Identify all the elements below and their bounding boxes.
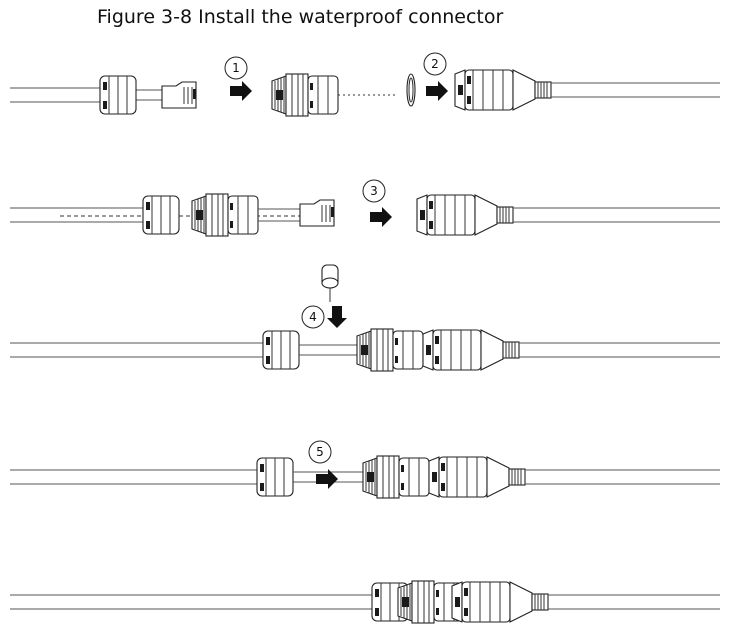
waterproof-body xyxy=(191,193,259,237)
figure-title: Figure 3-8 Install the waterproof connec… xyxy=(97,6,504,28)
arrow-right-icon xyxy=(370,207,392,227)
sealing-cap xyxy=(321,264,339,302)
step-4-row xyxy=(10,264,720,371)
step-5-marker: 5 xyxy=(308,440,332,464)
network-plug xyxy=(161,81,197,109)
lock-nut xyxy=(256,457,294,497)
step-1-row xyxy=(10,69,720,117)
lock-nut xyxy=(262,330,300,370)
step-1-marker: 1 xyxy=(224,56,248,80)
device-socket xyxy=(416,194,514,236)
step-4-marker: 4 xyxy=(301,305,325,329)
arrow-right-icon xyxy=(230,81,252,101)
step-number: 4 xyxy=(309,310,317,324)
network-plug xyxy=(299,199,335,227)
body-socket-assembly xyxy=(363,456,525,498)
device-socket xyxy=(454,69,552,111)
arrow-right-icon xyxy=(426,81,448,101)
device-socket xyxy=(451,581,549,623)
step-number: 3 xyxy=(370,184,378,198)
step-2-marker: 2 xyxy=(423,52,447,76)
waterproof-body xyxy=(271,73,339,117)
step-number: 1 xyxy=(232,61,240,75)
step-number: 2 xyxy=(431,57,439,71)
step-5-row xyxy=(10,456,720,498)
body-socket-assembly xyxy=(357,329,519,371)
sealing-ring xyxy=(406,73,416,107)
lock-nut xyxy=(99,75,137,115)
step-3-row xyxy=(10,193,720,237)
step-number: 5 xyxy=(316,445,324,459)
lock-nut xyxy=(142,195,180,235)
step-3-marker: 3 xyxy=(362,179,386,203)
final-row xyxy=(10,580,720,624)
arrow-down-icon xyxy=(327,306,347,328)
